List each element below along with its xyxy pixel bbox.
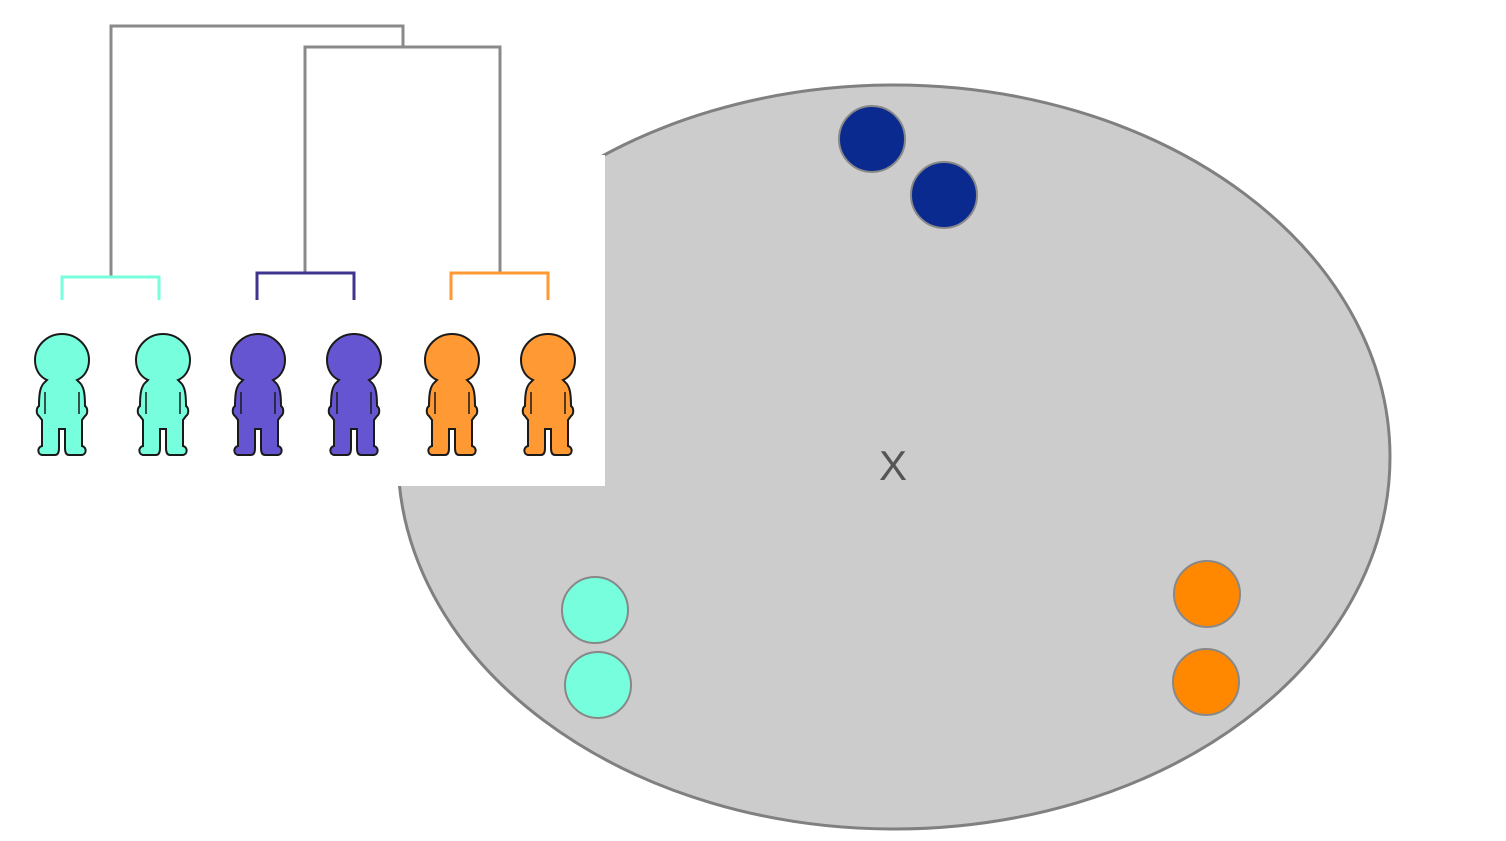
orange-pair-link: [449, 271, 550, 300]
dark-blue-dot: [838, 105, 906, 173]
purple-orange-link: [303, 45, 502, 273]
center-mark: X: [879, 442, 907, 489]
purple-group-person: [325, 332, 383, 456]
scatter-points: [561, 105, 1241, 719]
cyan-pair-link: [60, 275, 161, 300]
purple-group-person: [229, 332, 287, 456]
orange-group-person: [519, 332, 577, 456]
dendrogram-panel: [0, 155, 605, 486]
dendrogram-top-links: [109, 24, 502, 278]
orange-group-person: [423, 332, 481, 456]
purple-pair-link: [255, 271, 356, 300]
cyan-dot: [561, 576, 629, 644]
orange-dot: [1173, 560, 1241, 628]
people-row: [33, 332, 577, 456]
root-link: [109, 24, 405, 278]
dark-blue-dot: [910, 161, 978, 229]
cyan-group-person: [134, 332, 192, 456]
cyan-group-person: [33, 332, 91, 456]
orange-dot: [1172, 648, 1240, 716]
cyan-dot: [564, 651, 632, 719]
dendrogram-leaf-links: [60, 271, 550, 300]
